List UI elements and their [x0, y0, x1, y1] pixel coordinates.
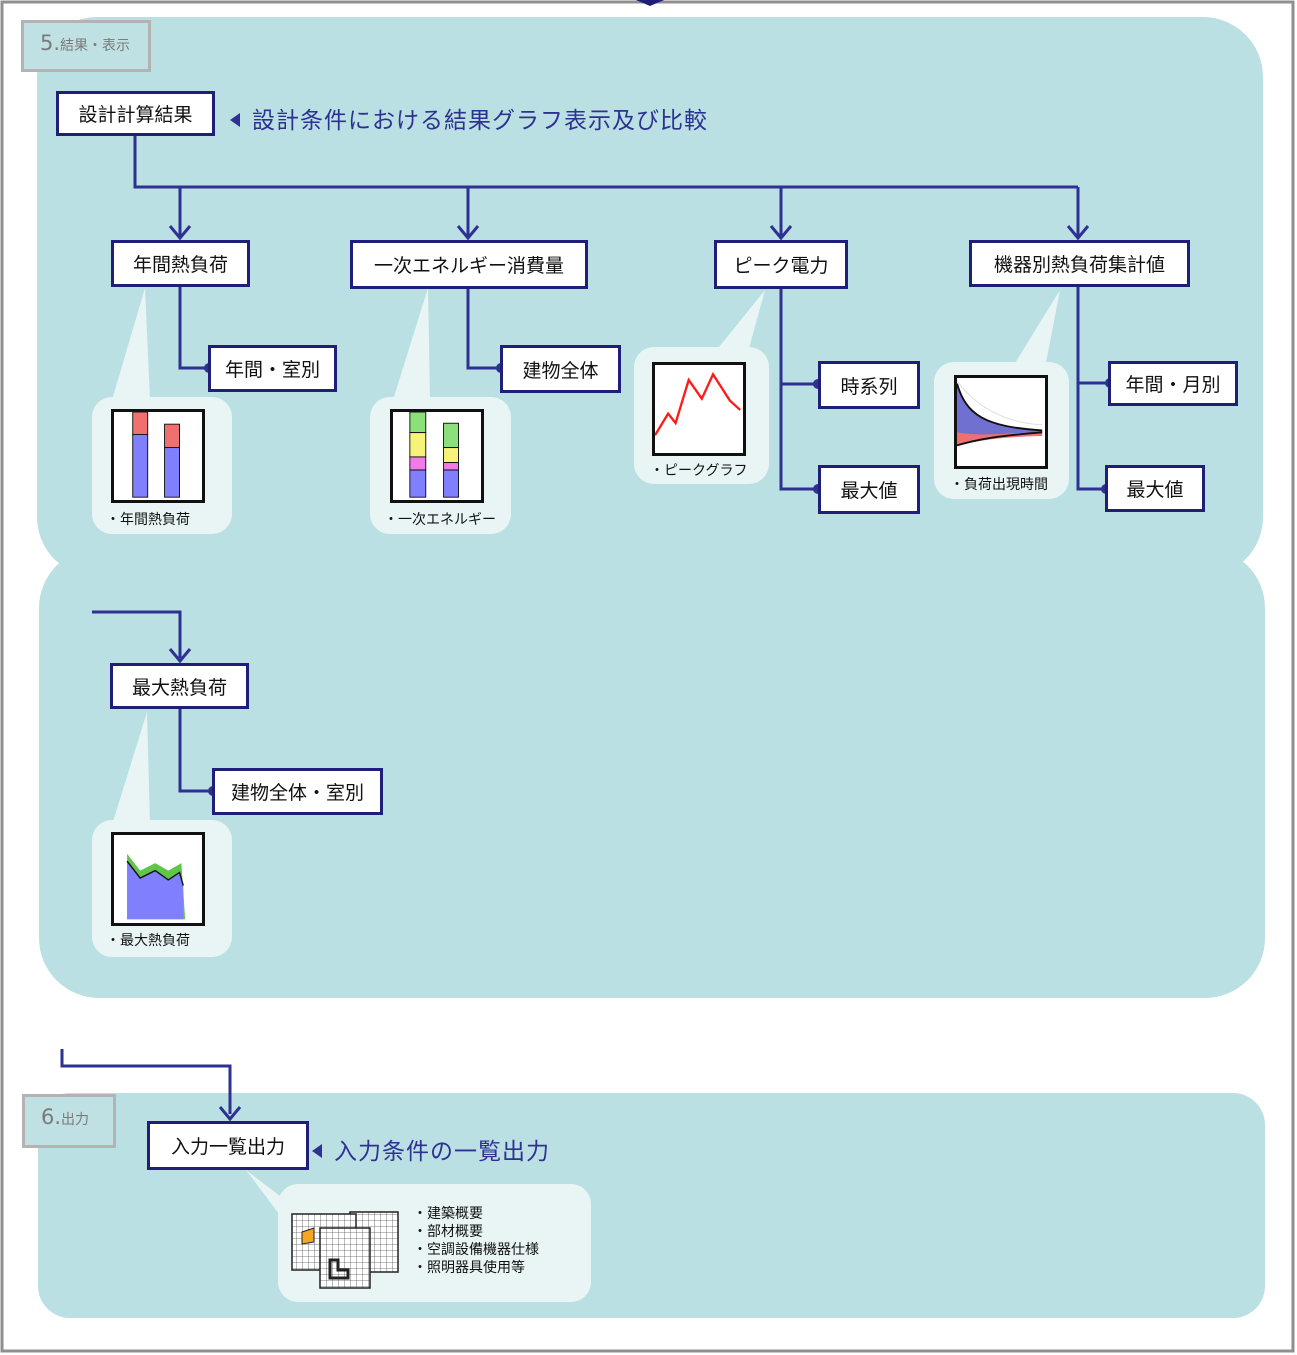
design-result-box: 設計計算結果: [56, 91, 215, 136]
connector-lines: [60, 134, 1110, 1114]
peak-power-caption: ・ピークグラフ: [650, 463, 748, 479]
input-list-items: ・建築概要 ・部材概要 ・空調設備機器仕様 ・照明器具使用等: [413, 1205, 539, 1277]
list-item: ・建築概要: [413, 1206, 483, 1222]
top-connector-arrow: [636, 0, 664, 6]
annual-by-room-box: 年間・室別: [208, 345, 337, 392]
section6-number: 6.: [41, 1105, 62, 1129]
section6-heading: 入力条件の一覧出力: [312, 1132, 550, 1166]
equipment-max-box: 最大値: [1105, 465, 1205, 512]
whole-building-box: 建物全体: [500, 345, 621, 393]
stacked-bar-chart-icon: [111, 409, 205, 503]
primary-energy-caption: ・一次エネルギー: [384, 512, 496, 528]
section5-heading: 設計条件における結果グラフ表示及び比較: [230, 101, 708, 135]
list-item: ・空調設備機器仕様: [413, 1242, 539, 1258]
pointer-left-icon: [230, 112, 240, 127]
section5-number: 5.: [40, 31, 61, 55]
annual-load-box: 年間熱負荷: [111, 240, 250, 287]
max-load-box: 最大熱負荷: [110, 663, 249, 709]
section6-label: 出力: [61, 1112, 90, 1128]
list-item: ・部材概要: [413, 1224, 483, 1240]
input-list-output-box: 入力一覧出力: [147, 1121, 309, 1170]
annual-monthly-box: 年間・月別: [1108, 361, 1238, 406]
list-item: ・照明器具使用等: [413, 1260, 525, 1276]
peak-max-box: 最大値: [818, 465, 920, 514]
section5-label: 結果・表示: [60, 38, 131, 54]
equipment-load-caption: ・負荷出現時間: [950, 477, 1048, 493]
area-chart-icon: [111, 832, 205, 926]
section5-tag: 5.結果・表示: [21, 20, 151, 72]
annual-load-caption: ・年間熱負荷: [106, 512, 190, 528]
arrow-heads: [168, 225, 1090, 1122]
pointer-left-icon: [312, 1143, 322, 1158]
bubble-tails: [112, 288, 1060, 1222]
primary-energy-box: 一次エネルギー消費量: [350, 240, 588, 289]
building-by-room-box: 建物全体・室別: [212, 768, 383, 815]
load-duration-curve-icon: [954, 375, 1048, 469]
document-stack-icon: [291, 1211, 399, 1289]
max-load-caption: ・最大熱負荷: [106, 933, 190, 949]
section6-tag: 6.出力: [22, 1094, 116, 1148]
equipment-load-box: 機器別熱負荷集計値: [969, 240, 1190, 287]
time-series-box: 時系列: [818, 361, 920, 409]
stacked-bar-chart-icon: [390, 409, 484, 503]
section5-heading-text: 設計条件における結果グラフ表示及び比較: [252, 108, 708, 134]
section6-heading-text: 入力条件の一覧出力: [334, 1139, 550, 1165]
peak-power-box: ピーク電力: [714, 240, 848, 289]
line-chart-icon: [652, 362, 746, 456]
